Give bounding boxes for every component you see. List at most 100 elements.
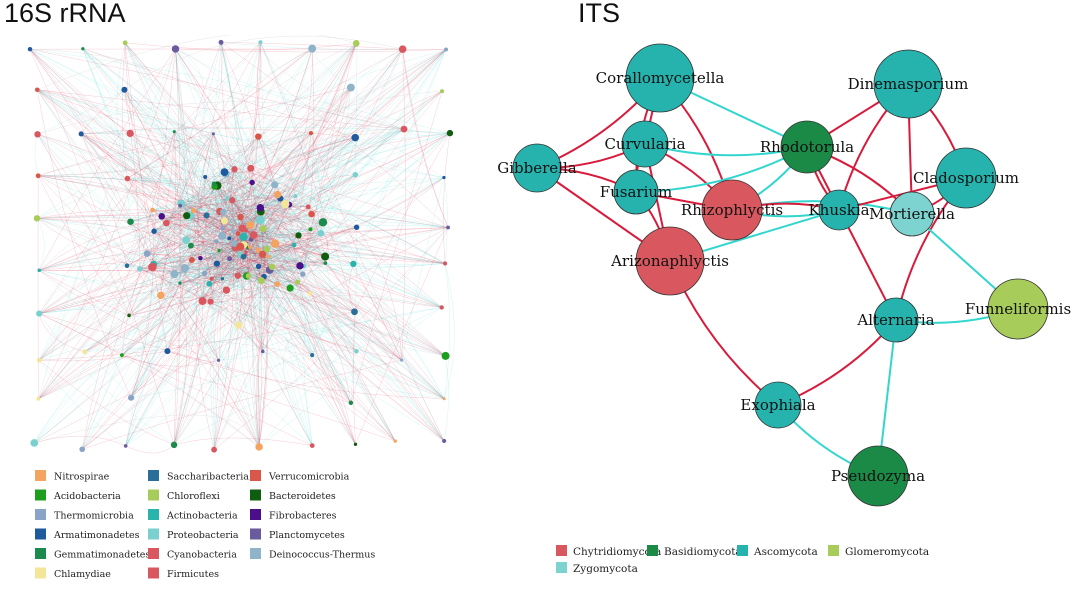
legend-item-16s: Deinococcus-Thermus xyxy=(250,548,375,561)
node-16s xyxy=(37,358,42,363)
node-16s xyxy=(148,263,156,271)
node-16s xyxy=(287,284,294,291)
legend-label: Glomeromycota xyxy=(845,546,929,558)
node-16s xyxy=(258,277,265,284)
node-its: Fusarium xyxy=(600,170,673,214)
edge-16s xyxy=(34,436,125,446)
legend-item-its: Chytridiomycota xyxy=(556,545,661,558)
node-16s xyxy=(30,439,38,447)
legend-label: Basidiomycota xyxy=(664,546,742,558)
node-16s xyxy=(171,442,177,448)
node-16s xyxy=(440,89,444,93)
node-16s xyxy=(181,264,189,272)
node-16s xyxy=(308,45,316,53)
legend-label: Cyanobacteria xyxy=(167,550,237,561)
legend-swatch xyxy=(250,509,261,520)
legend-swatch xyxy=(250,490,261,501)
node-its-label: Corallomycetella xyxy=(596,69,725,87)
node-16s xyxy=(354,443,357,446)
node-16s xyxy=(219,40,224,45)
legend-label: Verrucomicrobia xyxy=(268,472,350,483)
node-16s xyxy=(37,268,41,272)
node-16s xyxy=(440,305,444,309)
node-16s xyxy=(349,401,353,405)
node-16s xyxy=(442,176,445,179)
legend-item-16s: Chloroflexi xyxy=(148,490,220,503)
node-16s xyxy=(306,204,311,209)
legend-item-its: Zygomycota xyxy=(556,562,638,575)
edge-16s xyxy=(355,228,448,445)
node-16s xyxy=(123,40,128,45)
node-16s xyxy=(125,263,130,268)
node-16s xyxy=(178,281,181,284)
node-16s xyxy=(261,350,265,354)
node-16s xyxy=(221,168,229,176)
node-16s xyxy=(246,273,252,279)
node-16s xyxy=(79,446,85,452)
node-its-label: Arizonaphlyctis xyxy=(610,252,729,270)
node-16s xyxy=(274,191,281,198)
node-16s xyxy=(202,271,207,276)
node-its: Corallomycetella xyxy=(596,44,725,112)
node-16s xyxy=(236,231,241,236)
node-16s xyxy=(127,130,134,137)
legend-label: Chlamydiae xyxy=(54,569,111,580)
node-16s xyxy=(246,221,254,229)
legend-item-16s: Cyanobacteria xyxy=(148,548,237,561)
node-16s xyxy=(443,261,447,265)
node-16s xyxy=(400,359,403,362)
edge-16s xyxy=(34,355,122,443)
node-16s xyxy=(235,272,241,278)
node-16s xyxy=(236,243,244,251)
legend-swatch xyxy=(35,568,46,579)
node-16s xyxy=(293,194,297,198)
node-16s xyxy=(237,214,243,220)
legend-item-16s: Armatimonadetes xyxy=(35,529,140,542)
node-16s xyxy=(231,166,237,172)
node-16s xyxy=(256,215,265,224)
node-16s xyxy=(353,40,360,47)
legend-item-16s: Bacteroidetes xyxy=(250,490,336,503)
legend-item-16s: Actinobacteria xyxy=(148,509,238,522)
node-its-label: Gibberella xyxy=(497,159,577,177)
node-16s xyxy=(220,226,225,231)
legend-label: Ascomycota xyxy=(753,546,818,558)
node-16s xyxy=(257,204,264,211)
node-16s xyxy=(34,215,40,221)
node-16s xyxy=(215,239,219,243)
node-16s xyxy=(225,196,229,200)
legend-label: Armatimonadetes xyxy=(53,530,140,541)
node-16s xyxy=(36,397,40,401)
node-16s xyxy=(321,253,329,261)
node-16s xyxy=(442,439,446,443)
node-16s xyxy=(35,87,40,92)
node-16s xyxy=(227,236,231,240)
node-16s xyxy=(188,243,194,249)
node-16s xyxy=(150,208,155,213)
node-16s xyxy=(250,231,258,239)
node-16s xyxy=(259,251,266,258)
legend-label: Fibrobacteres xyxy=(269,511,337,522)
node-16s xyxy=(310,353,314,357)
node-16s xyxy=(217,359,220,362)
node-16s xyxy=(247,165,254,172)
node-16s xyxy=(223,286,230,293)
node-16s xyxy=(172,45,179,52)
legend-item-16s: Nitrospirae xyxy=(35,470,110,483)
node-16s xyxy=(309,227,313,231)
legend-item-16s: Thermomicrobia xyxy=(35,509,134,522)
node-16s xyxy=(182,236,190,244)
node-16s xyxy=(227,256,232,261)
node-16s xyxy=(274,281,280,287)
edge-16s xyxy=(126,445,174,453)
node-its: Curvularia xyxy=(604,121,685,167)
node-16s xyxy=(191,208,196,213)
node-16s xyxy=(260,225,267,232)
node-16s xyxy=(300,271,305,276)
node-its-label: Mortierella xyxy=(869,205,955,223)
node-16s xyxy=(319,218,327,226)
legend-label: Planctomycetes xyxy=(269,530,345,541)
node-16s xyxy=(125,176,131,182)
